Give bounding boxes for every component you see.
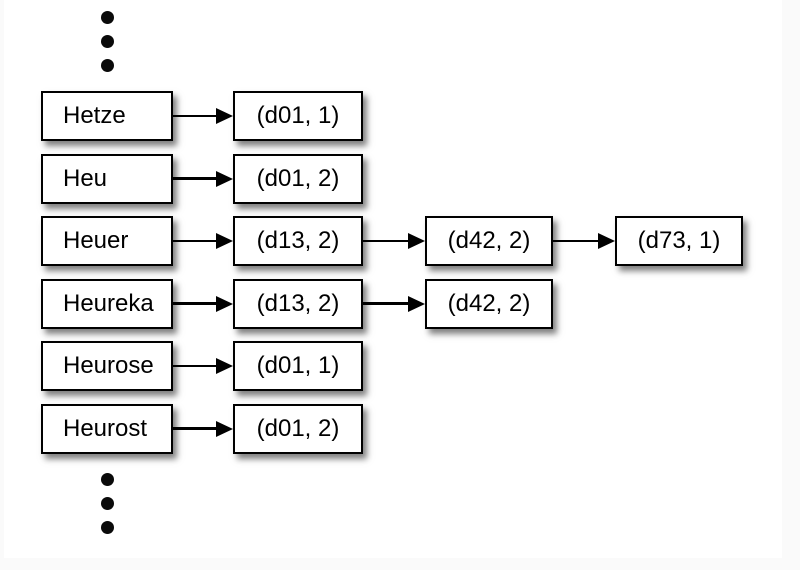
- arrow-right: [173, 358, 233, 374]
- table-row: Hetze (d01, 1): [41, 91, 743, 141]
- arrow-shaft: [363, 239, 408, 243]
- ellipsis-dot: [100, 520, 114, 534]
- ellipsis-dot: [100, 35, 114, 48]
- arrow-head-icon: [216, 420, 233, 437]
- table-row: Heu (d01, 2): [41, 153, 743, 204]
- posting-box: (d42, 2): [425, 216, 553, 266]
- posting-box: (d01, 2): [233, 153, 363, 204]
- ellipsis-dot: [100, 11, 114, 24]
- posting-box: (d01, 1): [233, 341, 363, 391]
- posting-box: (d01, 1): [233, 91, 363, 141]
- table-row: Heureka (d13, 2) (d42, 2): [41, 278, 743, 329]
- posting-box: (d13, 2): [233, 216, 363, 266]
- arrow-shaft: [173, 364, 216, 368]
- arrow-shaft: [363, 302, 408, 305]
- arrow-shaft: [173, 302, 216, 305]
- table-row: Heurost (d01, 2): [41, 403, 743, 454]
- arrow-head-icon: [408, 233, 425, 249]
- posting-box: (d13, 2): [233, 278, 363, 329]
- arrow-shaft: [173, 239, 216, 243]
- slide-canvas: Hetze (d01, 1) Heu (d01, 2) Heuer (d13, …: [4, 0, 782, 558]
- arrow-right: [173, 108, 233, 124]
- posting-box: (d42, 2): [425, 278, 553, 329]
- arrow-head-icon: [408, 295, 425, 312]
- ellipsis-dot: [100, 59, 114, 72]
- arrow-shaft: [173, 427, 216, 430]
- arrow-head-icon: [598, 233, 615, 249]
- arrow-right: [173, 170, 233, 187]
- posting-box: (d73, 1): [615, 216, 743, 266]
- arrow-head-icon: [216, 108, 233, 124]
- term-box: Heurose: [41, 341, 173, 391]
- ellipsis-dot: [100, 496, 114, 510]
- arrow-head-icon: [216, 233, 233, 249]
- posting-box: (d01, 2): [233, 403, 363, 454]
- term-box: Heu: [41, 153, 173, 204]
- term-box: Heureka: [41, 278, 173, 329]
- arrow-shaft: [553, 239, 598, 243]
- ellipsis-dot: [100, 472, 114, 486]
- arrow-right: [173, 420, 233, 437]
- term-box: Heuer: [41, 216, 173, 266]
- arrow-head-icon: [216, 295, 233, 312]
- arrow-right: [363, 233, 425, 249]
- table-row: Heurose (d01, 1): [41, 341, 743, 391]
- arrow-right: [173, 295, 233, 312]
- term-box: Heurost: [41, 403, 173, 454]
- arrow-shaft: [173, 114, 216, 118]
- table-row: Heuer (d13, 2) (d42, 2) (d73, 1): [41, 216, 743, 266]
- term-box: Hetze: [41, 91, 173, 141]
- vertical-ellipsis-bottom: [41, 472, 173, 534]
- arrow-right: [553, 233, 615, 249]
- diagram-rows: Hetze (d01, 1) Heu (d01, 2) Heuer (d13, …: [41, 91, 743, 454]
- arrow-right: [173, 233, 233, 249]
- arrow-shaft: [173, 177, 216, 180]
- inverted-index-diagram: Hetze (d01, 1) Heu (d01, 2) Heuer (d13, …: [41, 11, 743, 534]
- arrow-head-icon: [216, 358, 233, 374]
- vertical-ellipsis-top: [41, 11, 173, 72]
- arrow-right: [363, 295, 425, 312]
- arrow-head-icon: [216, 170, 233, 187]
